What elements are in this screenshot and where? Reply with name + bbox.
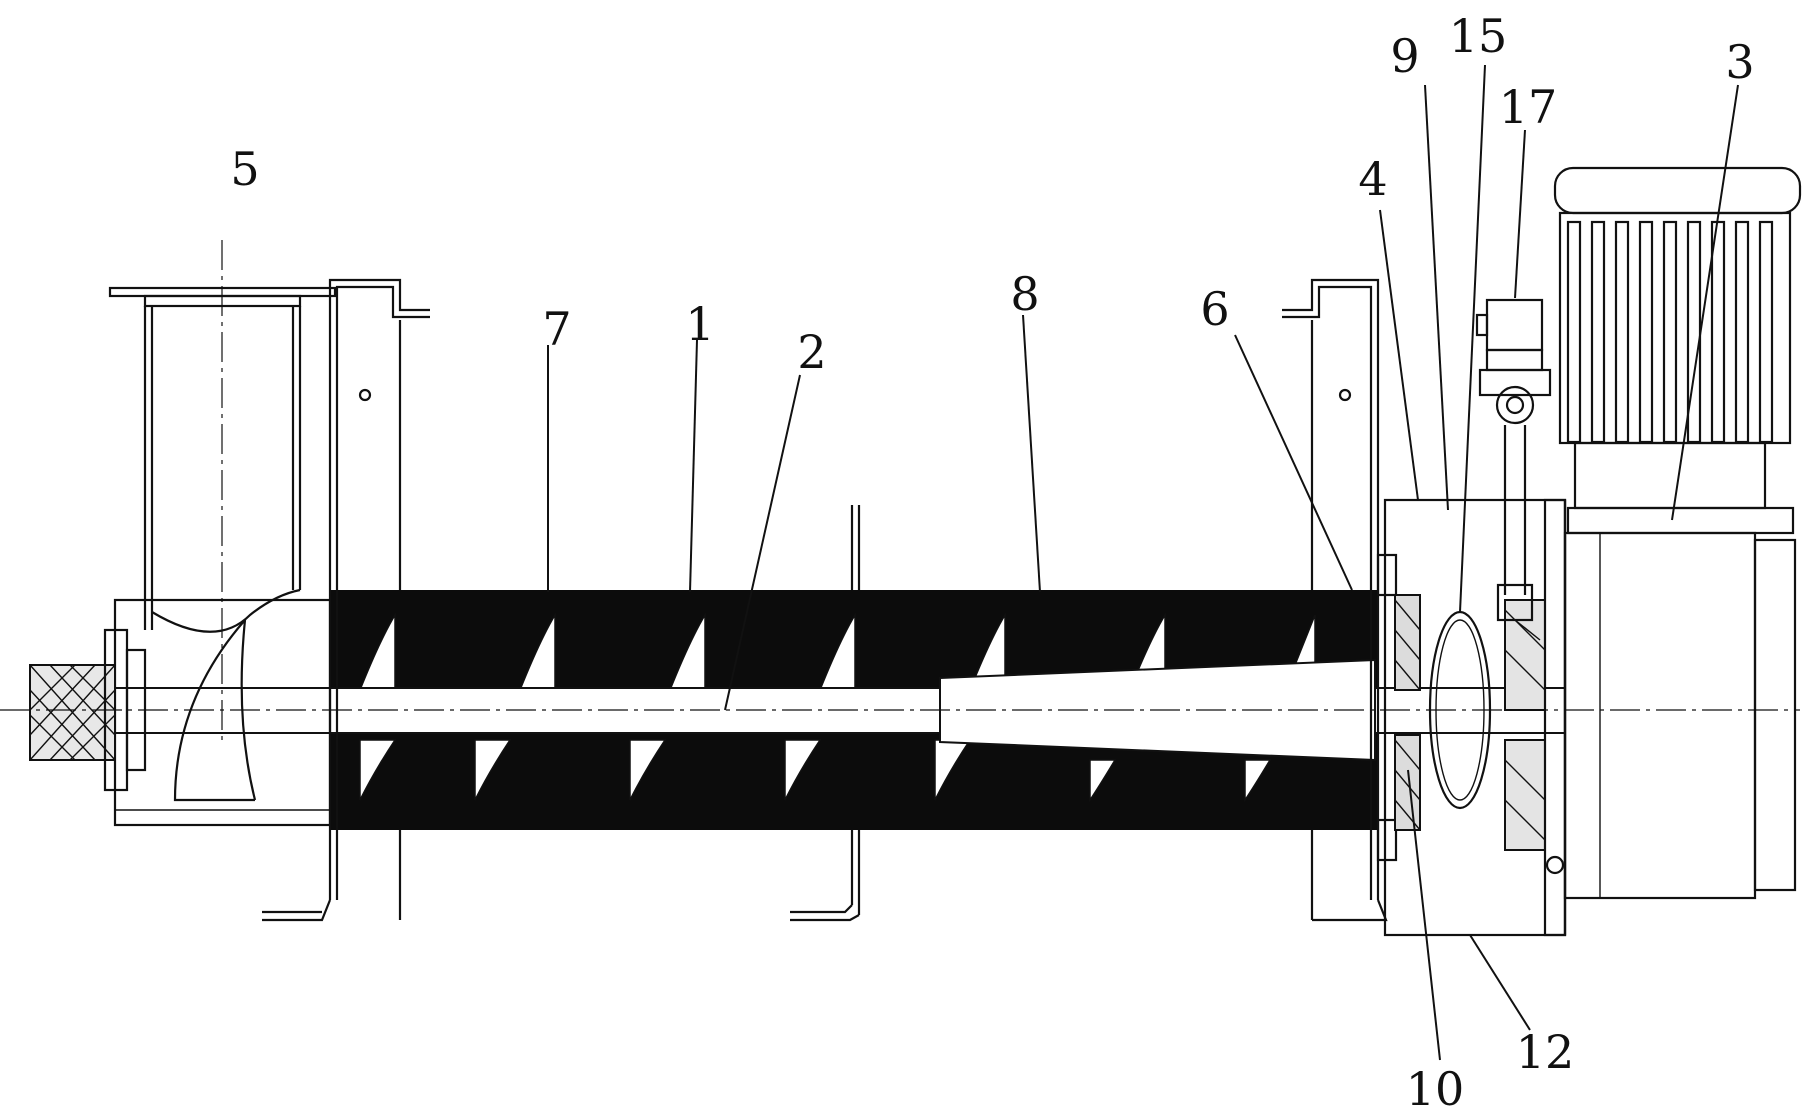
callout-17: 17	[1499, 80, 1558, 134]
callouts: 5 7 1 2 8 6 4 9 15 17 3 10 12	[230, 9, 1754, 1111]
callout-2: 2	[797, 325, 826, 379]
callout-7: 7	[542, 302, 571, 356]
callout-10: 10	[1406, 1062, 1465, 1111]
actuator	[1475, 298, 1552, 641]
support-left	[262, 278, 430, 922]
support-right	[1282, 278, 1388, 922]
callout-3: 3	[1725, 35, 1754, 89]
callout-15: 15	[1449, 9, 1508, 63]
callout-12: 12	[1516, 1025, 1575, 1079]
callout-5: 5	[230, 142, 259, 196]
leader-lines	[547, 64, 1739, 1061]
callout-9: 9	[1390, 29, 1419, 83]
spiral-flights	[358, 612, 1316, 803]
callout-6: 6	[1200, 282, 1229, 336]
callout-1: 1	[685, 297, 714, 351]
support-middle	[790, 505, 861, 922]
drive-motor	[1553, 166, 1802, 900]
left-bearing	[29, 628, 147, 792]
outlet-housing	[1376, 498, 1567, 937]
cooling-fins	[1566, 220, 1774, 444]
callout-8: 8	[1010, 267, 1039, 321]
callout-4: 4	[1358, 152, 1387, 206]
